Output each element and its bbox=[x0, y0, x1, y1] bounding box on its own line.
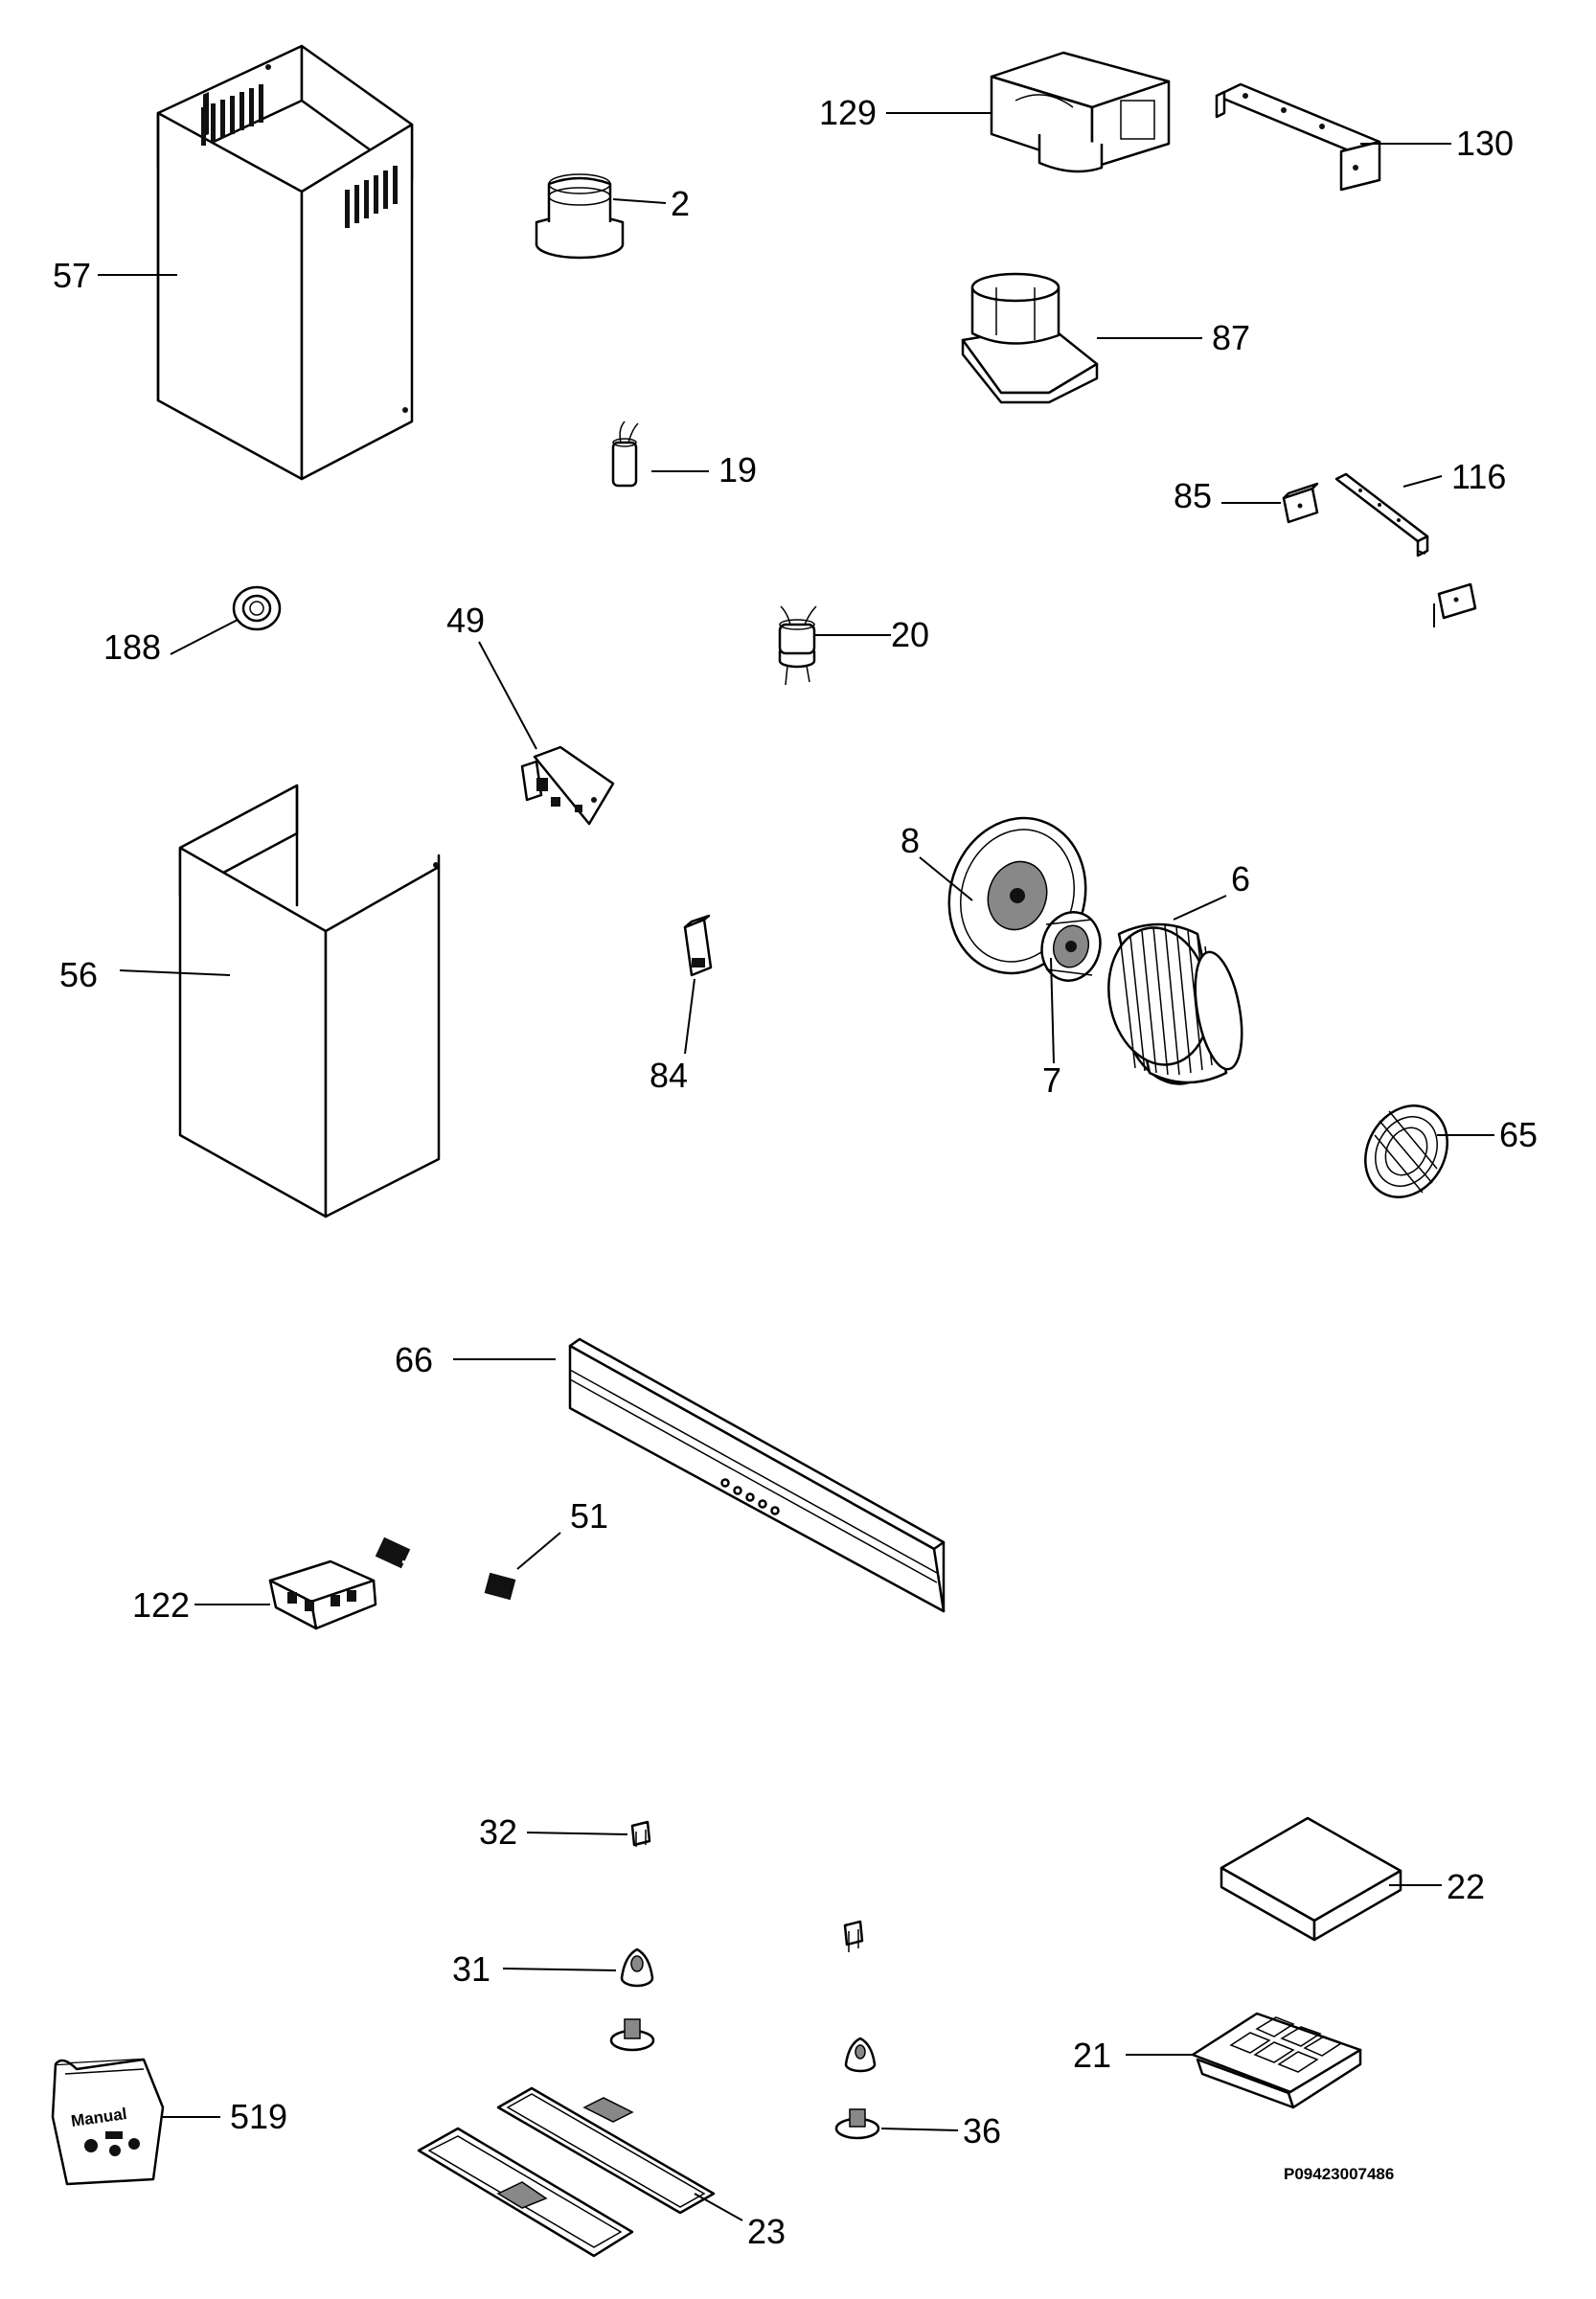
label-49: 49 bbox=[446, 601, 485, 640]
part-19-capacitor[interactable] bbox=[611, 421, 709, 488]
part-519-manual-and-accessories-bag[interactable]: Manual bbox=[51, 2058, 220, 2186]
part-56-lower-chimney-cover[interactable] bbox=[119, 784, 441, 1218]
label-8: 8 bbox=[901, 821, 920, 860]
part-21-filter-frame[interactable] bbox=[1126, 2012, 1362, 2109]
part-36-ring[interactable] bbox=[834, 2108, 959, 2140]
part-23-grease-filter-back[interactable] bbox=[496, 2086, 716, 2215]
part-2-duct-collar[interactable] bbox=[535, 173, 667, 260]
label-23: 23 bbox=[747, 2212, 786, 2251]
label-66: 66 bbox=[395, 1340, 433, 1379]
label-116: 116 bbox=[1451, 457, 1506, 496]
part-122-switch-block[interactable] bbox=[194, 1559, 377, 1630]
part-6-blower-wheel[interactable] bbox=[1098, 895, 1249, 1092]
label-7: 7 bbox=[1042, 1060, 1061, 1100]
label-519: 519 bbox=[230, 2097, 287, 2136]
part-57-upper-chimney-cover[interactable] bbox=[98, 44, 414, 481]
part-7-motor[interactable] bbox=[1035, 905, 1108, 1064]
label-87: 87 bbox=[1212, 318, 1250, 357]
part-87-duct-adapter[interactable] bbox=[961, 272, 1202, 404]
label-32: 32 bbox=[479, 1812, 517, 1852]
label-19: 19 bbox=[718, 450, 757, 489]
label-36: 36 bbox=[963, 2111, 1001, 2151]
part-116-end-clip[interactable] bbox=[1433, 582, 1477, 627]
part-129-air-deflector[interactable] bbox=[886, 51, 1171, 173]
label-20: 20 bbox=[891, 615, 929, 654]
label-51: 51 bbox=[570, 1496, 608, 1536]
label-57: 57 bbox=[53, 256, 91, 295]
part-49-circuit-board[interactable] bbox=[478, 641, 615, 826]
part-51-wiring-harness[interactable] bbox=[375, 1532, 561, 1602]
label-130: 130 bbox=[1456, 124, 1514, 163]
label-129: 129 bbox=[819, 93, 877, 132]
part-130-mounting-bracket[interactable] bbox=[1215, 82, 1451, 192]
part-84-switch[interactable] bbox=[683, 914, 713, 1055]
part-65-grease-grill[interactable] bbox=[1349, 1091, 1494, 1213]
part-36-knob[interactable] bbox=[844, 2037, 877, 2073]
label-84: 84 bbox=[650, 1056, 688, 1095]
label-21: 21 bbox=[1073, 2036, 1111, 2075]
label-22: 22 bbox=[1447, 1867, 1485, 1906]
drawing-code: P09423007486 bbox=[1284, 2165, 1394, 2183]
part-22-carbon-filter[interactable] bbox=[1220, 1816, 1442, 1942]
part-31-ring[interactable] bbox=[609, 2018, 655, 2052]
label-85: 85 bbox=[1174, 476, 1212, 515]
part-36-clip[interactable] bbox=[843, 1920, 864, 1952]
part-23-grease-filter-front[interactable] bbox=[417, 2127, 743, 2258]
label-188: 188 bbox=[103, 627, 161, 667]
label-65: 65 bbox=[1499, 1115, 1538, 1154]
label-122: 122 bbox=[132, 1585, 190, 1625]
part-66-control-panel[interactable] bbox=[453, 1337, 946, 1613]
part-31-knob[interactable] bbox=[502, 1947, 654, 1988]
part-32-filter-clip[interactable] bbox=[526, 1820, 651, 1847]
label-2: 2 bbox=[671, 184, 690, 223]
part-85-clip[interactable] bbox=[1221, 482, 1319, 524]
part-116-support-rail[interactable] bbox=[1334, 472, 1477, 627]
label-6: 6 bbox=[1231, 859, 1250, 899]
part-20-capacitor[interactable] bbox=[778, 605, 891, 686]
label-56: 56 bbox=[59, 955, 98, 994]
part-188-grommet[interactable] bbox=[170, 585, 282, 655]
label-31: 31 bbox=[452, 1949, 490, 1989]
part-number-labels: 57 2 129 130 87 19 85 116 188 49 20 8 6 … bbox=[53, 93, 1538, 2251]
